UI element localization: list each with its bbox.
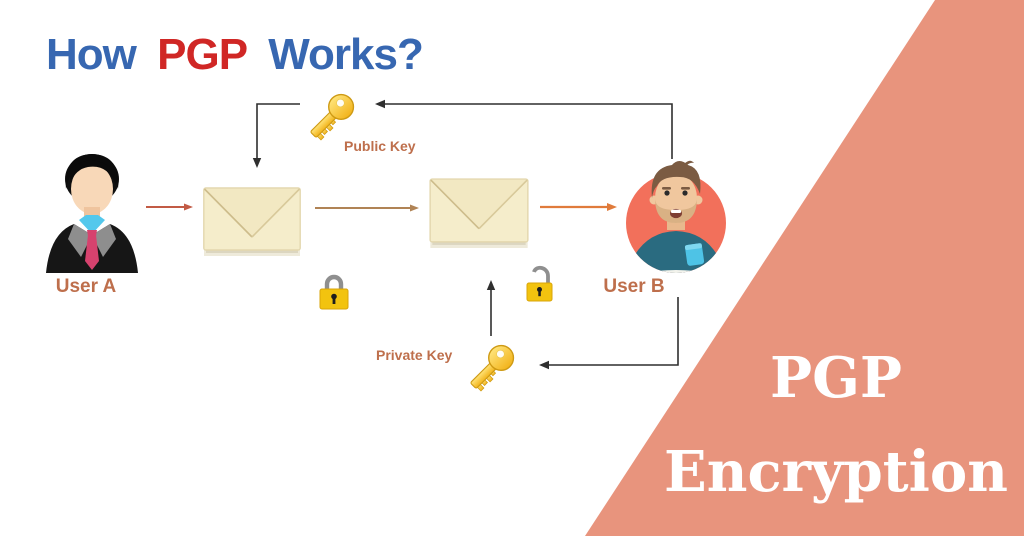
private-key-label: Private Key [376,347,453,363]
envelope-2-icon [429,177,529,250]
arrowhead-to-envelope-1 [252,158,262,168]
envelope-1-icon [203,186,301,258]
private-key-icon [458,335,524,401]
arrowhead-to-private-key [539,360,549,370]
public-key-icon [298,84,364,150]
arrowhead-to-public-key [375,99,385,109]
title-word-how: How [46,30,137,79]
arrow-envelope-1-to-envelope-2 [315,204,419,212]
banner-title-line1: PGP [769,345,903,411]
user-b-avatar-icon [624,156,728,278]
banner-title-line2: Encryption [664,439,1008,505]
user-a-avatar-icon [40,147,145,273]
user-b-label: User B [603,276,665,297]
title-word-works: Works? [268,30,424,79]
arrow-envelope-2-to-user-b [540,203,617,211]
open-lock-icon [522,263,558,305]
arrow-user-a-to-envelope-1 [146,203,193,211]
title-word-pgp: PGP [157,30,248,79]
page-title: How PGP Works? [46,30,424,80]
arrowhead-to-envelope-2 [486,280,496,290]
closed-lock-icon [315,272,353,312]
public-key-label: Public Key [344,138,416,154]
user-a-label: User A [55,276,117,297]
